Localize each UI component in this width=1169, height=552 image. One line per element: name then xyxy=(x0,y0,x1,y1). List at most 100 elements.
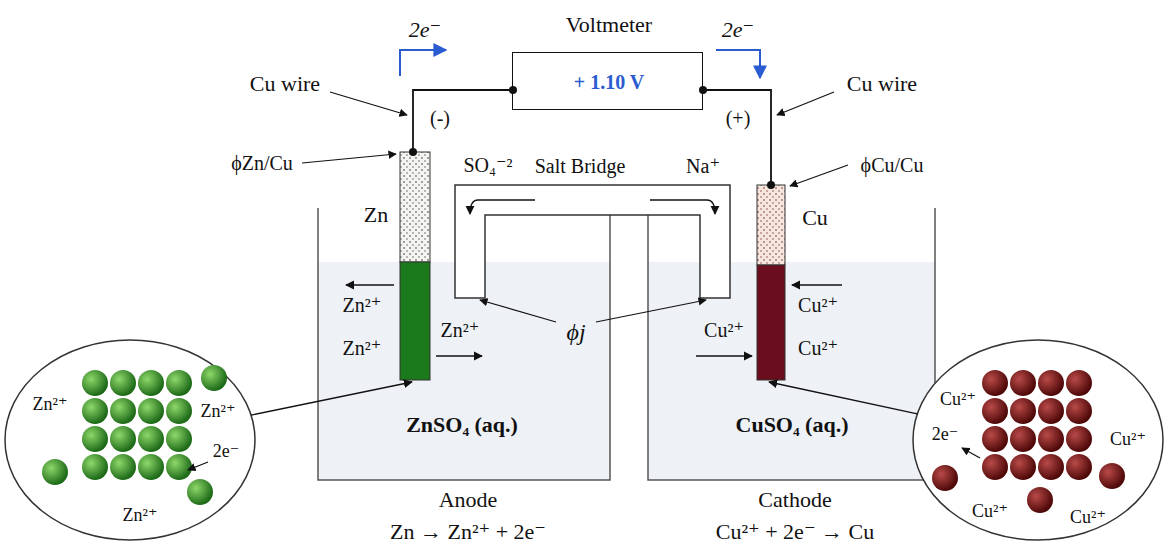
zn-atom xyxy=(138,370,164,396)
cu-atom xyxy=(1038,426,1064,452)
terminal-dot xyxy=(509,86,517,94)
cu-atom xyxy=(1066,370,1092,396)
electron-label: 2e⁻ xyxy=(409,18,441,42)
meter-title: Voltmeter xyxy=(566,13,652,37)
cu-atom xyxy=(932,465,958,491)
salt-bridge xyxy=(455,185,730,298)
ion-label: Zn²⁺ xyxy=(343,294,382,316)
ion-label: Cu²⁺ xyxy=(798,294,838,316)
zn-atom xyxy=(166,398,192,424)
ion-label: Cu²⁺ xyxy=(940,390,976,410)
zn-atom xyxy=(82,398,108,424)
zn-atom xyxy=(138,426,164,452)
wire-label: Cu wire xyxy=(847,72,917,96)
electrode-label: Cu xyxy=(802,206,828,230)
zn-atom xyxy=(166,370,192,396)
zn-inset: Zn²⁺Zn²⁺2e⁻Zn²⁺ xyxy=(5,340,255,540)
leader-arrow xyxy=(302,154,396,163)
polarity-sign: (-) xyxy=(430,107,450,129)
electron-flow-arrow xyxy=(400,50,446,76)
leader-arrow xyxy=(777,92,834,115)
cu-atom xyxy=(1099,463,1125,489)
potential-label: ϕj xyxy=(566,319,585,345)
electron-label: 2e⁻ xyxy=(722,18,754,42)
cu-atoms xyxy=(932,370,1125,513)
leader-arrow xyxy=(790,165,848,186)
cu-atom xyxy=(982,454,1008,480)
ion-label: Cu²⁺ xyxy=(798,337,838,359)
zn-atom xyxy=(166,454,192,480)
electrode-role: Cathode xyxy=(758,488,831,512)
cu-atom xyxy=(1010,426,1036,452)
ion-label: Cu²⁺ xyxy=(1110,430,1146,450)
voltage-reading: + 1.10 V xyxy=(574,71,644,93)
cu-half-cell: Cu²⁺ Cu²⁺ Cu²⁺ CuSO₄ (aq.) xyxy=(648,208,935,480)
zn-atom xyxy=(201,365,227,391)
electron-label: 2e⁻ xyxy=(213,442,240,462)
leader-arrow xyxy=(330,92,407,115)
cu-beaker xyxy=(648,208,935,480)
solution-label: ZnSO₄ (aq.) xyxy=(406,413,518,437)
cu-wire xyxy=(413,90,513,152)
zn-atom xyxy=(138,398,164,424)
leader-line xyxy=(769,382,917,414)
zn-atom xyxy=(166,426,192,452)
leader-arrow xyxy=(480,300,556,322)
zn-inset xyxy=(5,340,255,540)
ion-flow-arrow xyxy=(650,200,715,214)
zn-atom xyxy=(110,426,136,452)
leader-arrow xyxy=(596,300,706,322)
cu-solution xyxy=(648,262,935,480)
ion-label: Zn²⁺ xyxy=(33,395,68,415)
ion-flow-arrow xyxy=(470,200,535,214)
zn-atom xyxy=(110,370,136,396)
cu-atom xyxy=(982,426,1008,452)
solution-label: CuSO₄ (aq.) xyxy=(736,413,849,437)
cu-electrode-top xyxy=(757,185,785,265)
zn-atom xyxy=(82,370,108,396)
cu-atom xyxy=(1027,487,1053,513)
zn-atom xyxy=(82,454,108,480)
wire-label: Cu wire xyxy=(250,72,320,96)
zn-atom xyxy=(138,454,164,480)
cu-atom xyxy=(1038,398,1064,424)
electrode-role: Anode xyxy=(439,488,498,512)
cu-atom xyxy=(1038,370,1064,396)
terminal-dot xyxy=(767,181,775,189)
ion-label: Zn²⁺ xyxy=(343,337,382,359)
cu-atom xyxy=(982,370,1008,396)
zn-electrode xyxy=(400,262,430,380)
half-reaction: Cu²⁺ + 2e⁻ → Cu xyxy=(716,520,874,544)
part-label: Salt Bridge xyxy=(535,155,626,177)
electron-arrow xyxy=(962,448,980,458)
cu-atom xyxy=(1066,454,1092,480)
ion-label: Cu²⁺ xyxy=(704,319,744,341)
zn-atom xyxy=(82,426,108,452)
zn-atom xyxy=(110,398,136,424)
ion-label: Na⁺ xyxy=(686,155,720,177)
ion-arrow xyxy=(792,284,842,285)
cu-electrode xyxy=(757,265,785,380)
terminal-dot xyxy=(699,86,707,94)
ion-arrow xyxy=(346,284,394,285)
zn-half-cell: Zn²⁺ Zn²⁺ Zn²⁺ ZnSO₄ (aq.) xyxy=(318,208,610,480)
zn-atoms xyxy=(42,365,227,505)
cu-inset xyxy=(913,340,1163,540)
leader-line xyxy=(251,382,412,415)
cu-inset: Cu²⁺2e⁻Cu²⁺Cu²⁺Cu²⁺ xyxy=(913,340,1163,540)
cu-atom xyxy=(1010,370,1036,396)
ion-label: Zn²⁺ xyxy=(441,319,480,341)
zn-atom xyxy=(110,454,136,480)
ion-label: Zn²⁺ xyxy=(123,506,158,526)
electrode-label: Zn xyxy=(364,203,388,227)
cu-atom xyxy=(1010,454,1036,480)
voltmeter-box: Voltmeter+ 1.10 V xyxy=(512,52,703,110)
cu-atom xyxy=(1066,398,1092,424)
cu-atom xyxy=(1038,454,1064,480)
cu-atom xyxy=(982,398,1008,424)
terminal-dot xyxy=(409,148,417,156)
ion-label: SO₄⁻² xyxy=(463,154,512,176)
cu-atom xyxy=(1010,398,1036,424)
ion-arrow xyxy=(696,355,752,356)
polarity-sign: (+) xyxy=(726,107,751,129)
